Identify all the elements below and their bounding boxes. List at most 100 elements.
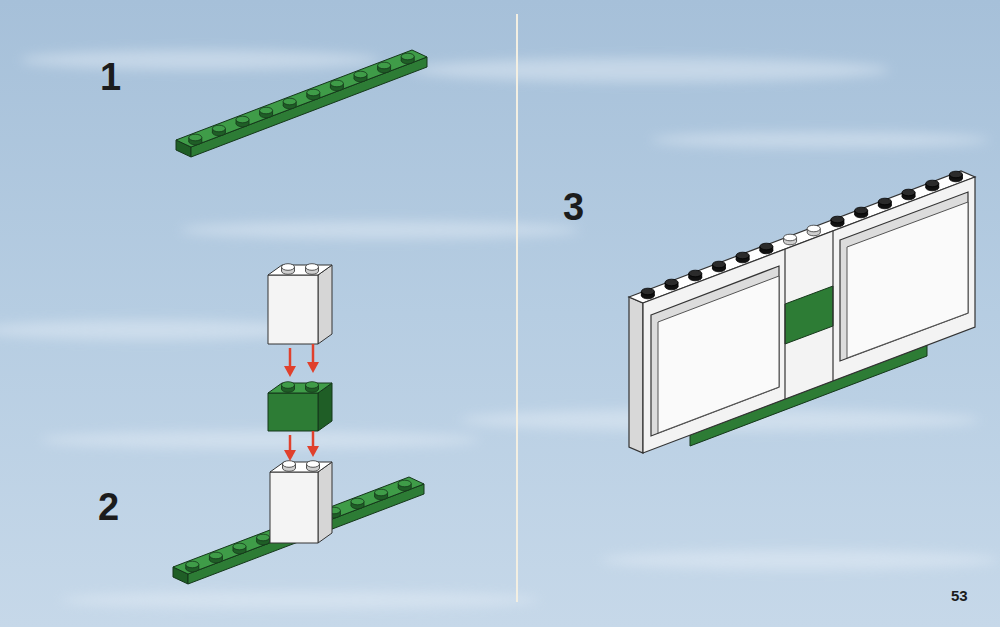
green-plate xyxy=(176,50,427,157)
drawing-part xyxy=(307,446,319,457)
drawing-part xyxy=(268,275,318,344)
stud xyxy=(949,171,962,182)
stud xyxy=(189,134,202,145)
drawing-part xyxy=(312,344,315,364)
brick-studs xyxy=(283,461,320,472)
drawing-part xyxy=(189,134,202,141)
window-pane xyxy=(658,276,779,433)
drawing-part xyxy=(191,57,427,157)
drawing-part xyxy=(289,348,292,368)
stud xyxy=(878,198,891,209)
stud xyxy=(257,534,270,545)
drawing-part xyxy=(282,264,295,271)
drawing-part xyxy=(307,461,320,468)
drawing-part xyxy=(629,297,643,453)
drawing-part xyxy=(236,116,249,123)
drawing-part xyxy=(284,450,296,461)
drawing-part xyxy=(283,461,296,468)
window-wall xyxy=(629,171,975,453)
drawing-part xyxy=(354,71,367,78)
drawing-part xyxy=(268,393,318,431)
drawing-part xyxy=(600,550,1000,570)
drawing-part xyxy=(268,265,332,275)
stud xyxy=(784,234,797,245)
stud xyxy=(831,216,844,227)
drawing-part xyxy=(233,543,246,550)
stud xyxy=(282,264,295,275)
drawing-part xyxy=(712,261,725,268)
step-number: 1 xyxy=(100,58,121,96)
stud xyxy=(665,279,678,290)
drawing-part xyxy=(176,50,427,147)
drawing-part xyxy=(209,552,222,559)
green-brick xyxy=(785,286,833,344)
drawing-part xyxy=(20,50,380,70)
drawing-part xyxy=(212,125,225,132)
drawing-part xyxy=(289,435,292,452)
drawing-part xyxy=(760,243,773,250)
stud xyxy=(855,207,868,218)
drawing-part xyxy=(307,89,320,96)
drawing-part xyxy=(689,270,702,277)
drawing-part xyxy=(351,498,364,505)
drawing-part xyxy=(283,98,296,105)
stud xyxy=(212,125,225,136)
stud xyxy=(378,62,391,73)
stud xyxy=(736,252,749,263)
stud xyxy=(375,489,388,500)
drawing-part xyxy=(306,382,319,389)
drawing-part xyxy=(410,58,890,82)
stud xyxy=(233,543,246,554)
drawing-part xyxy=(878,198,891,205)
drawing-part xyxy=(312,431,315,448)
stud xyxy=(401,53,414,64)
drawing-part xyxy=(855,207,868,214)
drawing-part xyxy=(665,279,678,286)
drawing-part xyxy=(807,225,820,232)
white-brick xyxy=(268,264,332,344)
drawing-part xyxy=(831,216,844,223)
drawing-part xyxy=(643,177,975,453)
stud xyxy=(236,116,249,127)
drawing-part xyxy=(398,480,411,487)
cloud-streaks xyxy=(0,50,1000,609)
brick-studs xyxy=(282,382,319,393)
stud xyxy=(760,243,773,254)
stud xyxy=(260,107,273,118)
drawing-part xyxy=(378,62,391,69)
stud xyxy=(307,461,320,472)
drawing-part xyxy=(257,534,270,541)
drawing-part xyxy=(784,249,785,399)
stud xyxy=(398,480,411,491)
drawing-part xyxy=(318,265,332,344)
stud xyxy=(306,264,319,275)
drawing-part xyxy=(60,591,540,609)
drawing-part xyxy=(330,80,343,87)
drawing-part xyxy=(949,171,962,178)
plate-studs xyxy=(189,53,414,145)
stud xyxy=(330,80,343,91)
stud xyxy=(712,261,725,272)
placement-arrows xyxy=(284,344,319,461)
drawing-part xyxy=(926,180,939,187)
drawing-part xyxy=(832,231,833,381)
stud xyxy=(641,288,654,299)
drawing-part xyxy=(186,561,199,568)
stud xyxy=(306,382,319,393)
brick-studs xyxy=(282,264,319,275)
stud xyxy=(283,461,296,472)
drawing-part xyxy=(318,462,332,543)
drawing-part xyxy=(650,132,990,148)
stud xyxy=(354,71,367,82)
drawing-part xyxy=(736,252,749,259)
stud xyxy=(926,180,939,191)
drawing-part xyxy=(282,382,295,389)
drawing-part xyxy=(375,489,388,496)
window-frame xyxy=(651,266,779,436)
window-pane xyxy=(847,202,968,358)
step-number: 3 xyxy=(563,188,584,226)
stud xyxy=(282,382,295,393)
